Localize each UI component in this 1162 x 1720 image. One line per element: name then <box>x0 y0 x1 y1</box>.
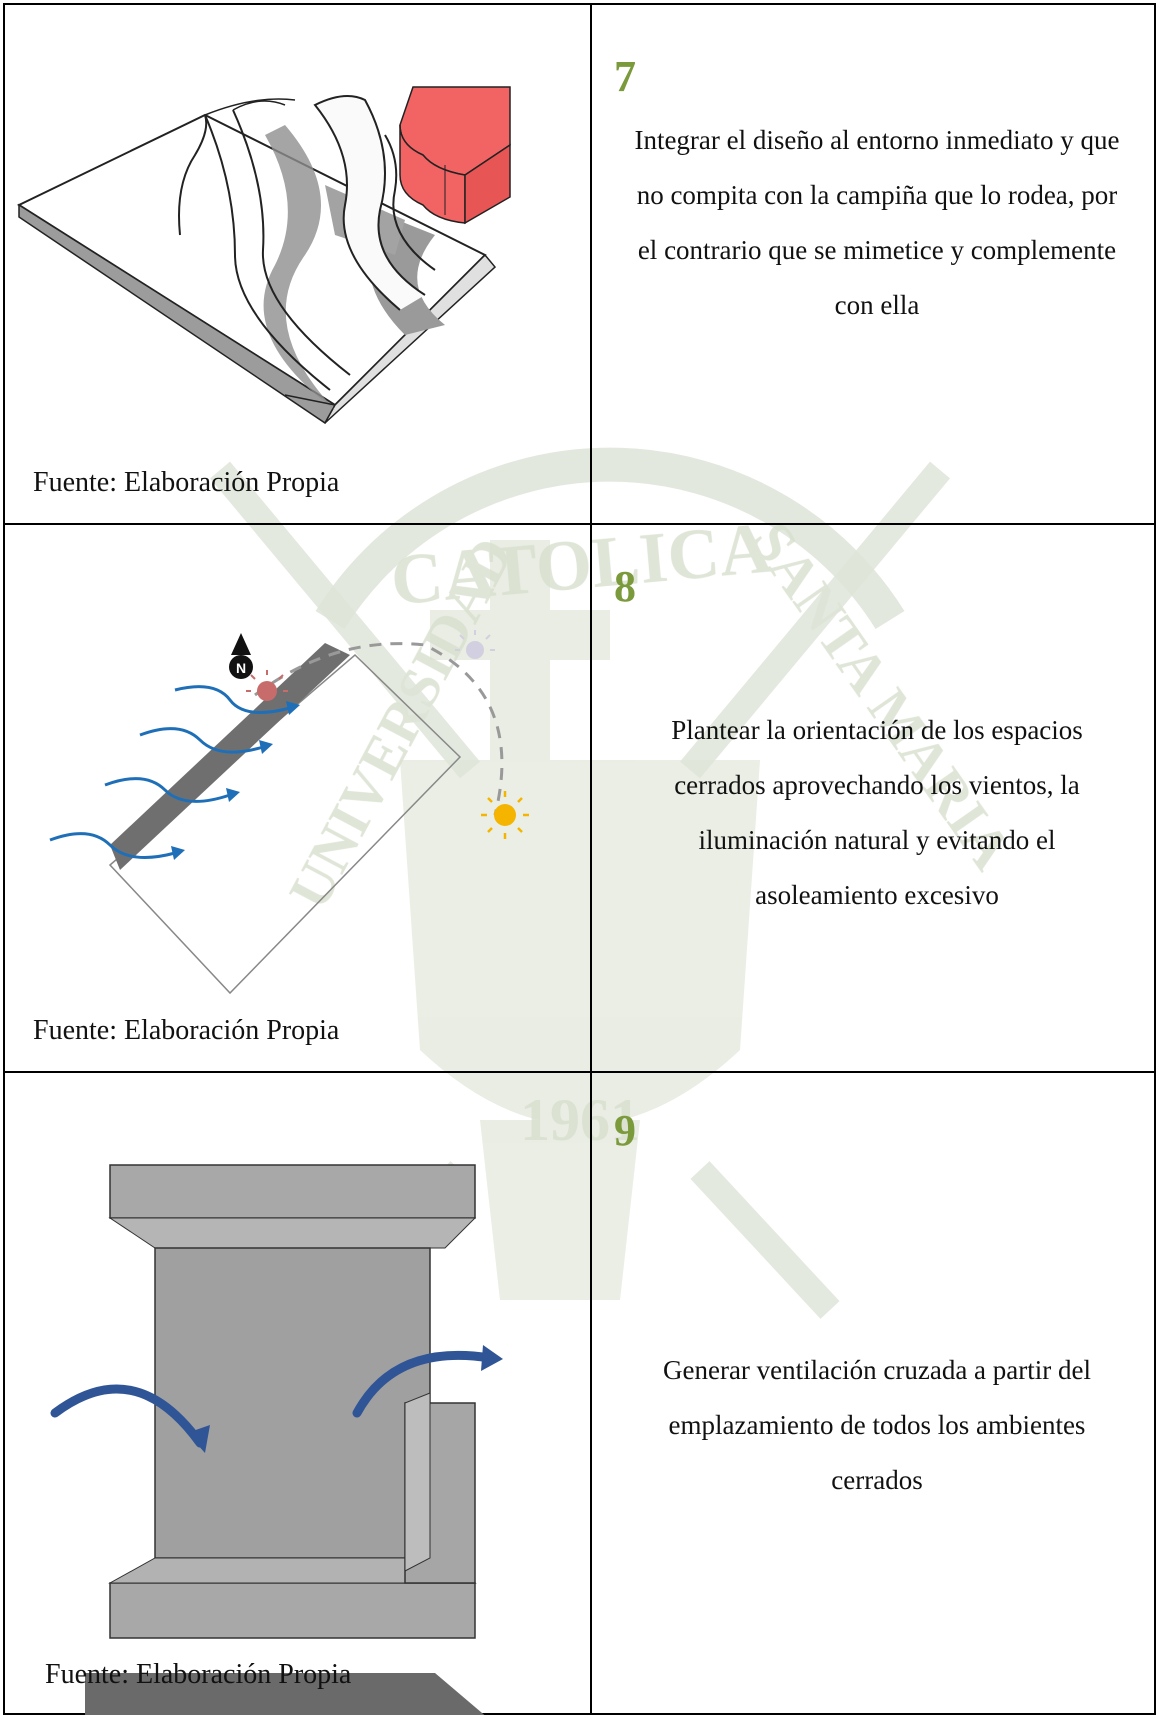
landscape-wave-block-sketch <box>16 86 511 425</box>
figure-cell: N Fuente: Ela <box>3 523 592 1073</box>
text-cell: 9 Generar ventilación cruzada a partir d… <box>590 1071 1156 1715</box>
sunrise-sun-icon <box>246 670 288 701</box>
figure-cell: Fuente: Elaboración Propia <box>3 1071 592 1715</box>
north-label: N <box>236 660 246 676</box>
criterion-number: 8 <box>614 562 636 611</box>
criterion-number: 9 <box>614 1106 636 1155</box>
figure-cell: Fuente: Elaboración Propia <box>3 3 592 525</box>
table-row: Fuente: Elaboración Propia 9 Generar ven… <box>3 1071 1156 1715</box>
airflow-arrows <box>50 1345 503 1453</box>
table-row: N Fuente: Ela <box>3 523 1156 1073</box>
wind-arrows <box>49 685 291 859</box>
text-cell: 8 Plantear la orientación de los espacio… <box>590 523 1156 1073</box>
orientation-sun-wind-diagram: N <box>49 630 529 995</box>
text-cell: 7 Integrar el diseño al entorno inmediat… <box>590 3 1156 525</box>
criterion-description: Integrar el diseño al entorno inmediato … <box>634 125 1120 320</box>
criterion-description: Plantear la orientación de los espacios … <box>671 715 1083 910</box>
north-arrow-icon: N <box>229 633 253 679</box>
sunset-sun-icon <box>481 791 529 839</box>
noon-sun-icon <box>455 630 495 659</box>
criterion-description: Generar ventilación cruzada a partir del… <box>662 1355 1091 1495</box>
design-criteria-table: Fuente: Elaboración Propia 7 Integrar el… <box>3 3 1156 1715</box>
figure-source: Fuente: Elaboración Propia <box>33 467 340 498</box>
cross-ventilation-plan <box>50 1164 503 1715</box>
figure-source: Fuente: Elaboración Propia <box>45 1659 352 1690</box>
table-row: Fuente: Elaboración Propia 7 Integrar el… <box>3 3 1156 525</box>
criterion-number: 7 <box>614 52 636 101</box>
figure-source: Fuente: Elaboración Propia <box>33 1015 340 1046</box>
